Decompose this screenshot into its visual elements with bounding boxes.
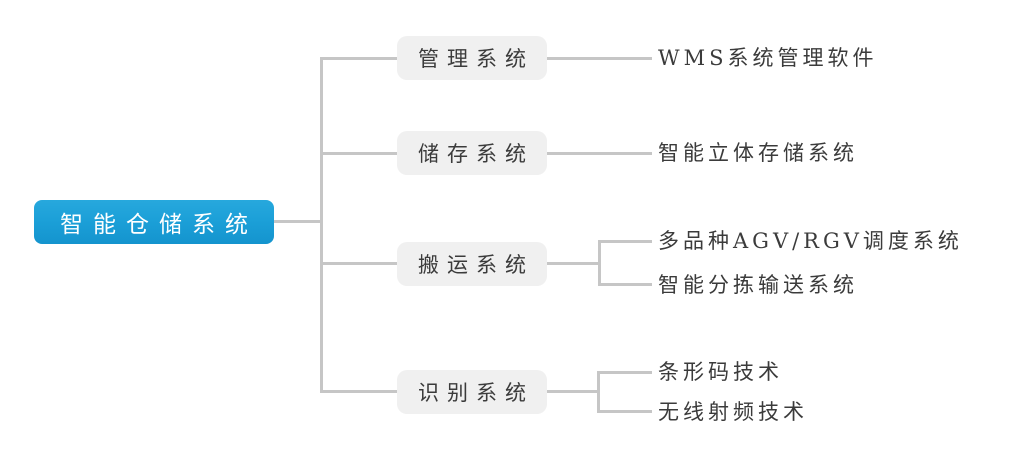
branch-node-handling: 搬运系统 [397, 242, 547, 286]
connector-trunk-to-management [322, 57, 398, 60]
leaf-agv-rgv-dispatch: 多品种AGV/RGV调度系统 [658, 229, 963, 253]
leaf-rfid-technology: 无线射频技术 [658, 400, 808, 424]
root-node-label: 智能仓储系统 [60, 212, 258, 238]
connector-trunk-to-storage [322, 152, 398, 155]
connector-management-to-leaf [546, 57, 652, 60]
connector-root-to-trunk [273, 220, 323, 223]
leaf-sorting-conveying: 智能分拣输送系统 [658, 273, 858, 297]
connector-recognition-fork-stem [546, 390, 599, 393]
connector-trunk-to-handling [322, 262, 398, 265]
connector-recognition-to-leaf-1 [597, 371, 652, 374]
connector-storage-to-leaf [546, 152, 652, 155]
branch-node-label: 搬运系统 [418, 253, 534, 277]
branch-node-management: 管理系统 [397, 36, 547, 80]
leaf-barcode-technology: 条形码技术 [658, 360, 783, 384]
connector-recognition-to-leaf-2 [597, 410, 652, 413]
connector-handling-to-leaf-1 [598, 240, 652, 243]
connector-trunk-to-recognition [322, 390, 398, 393]
branch-node-recognition: 识别系统 [397, 370, 547, 414]
leaf-3d-storage-system: 智能立体存储系统 [658, 141, 858, 165]
branch-node-label: 储存系统 [418, 142, 534, 166]
root-node-smart-warehouse: 智能仓储系统 [34, 200, 274, 244]
connector-recognition-fork-vertical [597, 371, 600, 413]
connector-handling-fork-vertical [598, 240, 601, 286]
branch-node-storage: 储存系统 [397, 131, 547, 175]
branch-node-label: 管理系统 [418, 47, 534, 71]
leaf-wms-software: WMS系统管理软件 [658, 46, 878, 70]
connector-trunk [320, 57, 323, 393]
connector-handling-fork-stem [546, 262, 600, 265]
connector-handling-to-leaf-2 [598, 283, 652, 286]
branch-node-label: 识别系统 [418, 381, 534, 405]
